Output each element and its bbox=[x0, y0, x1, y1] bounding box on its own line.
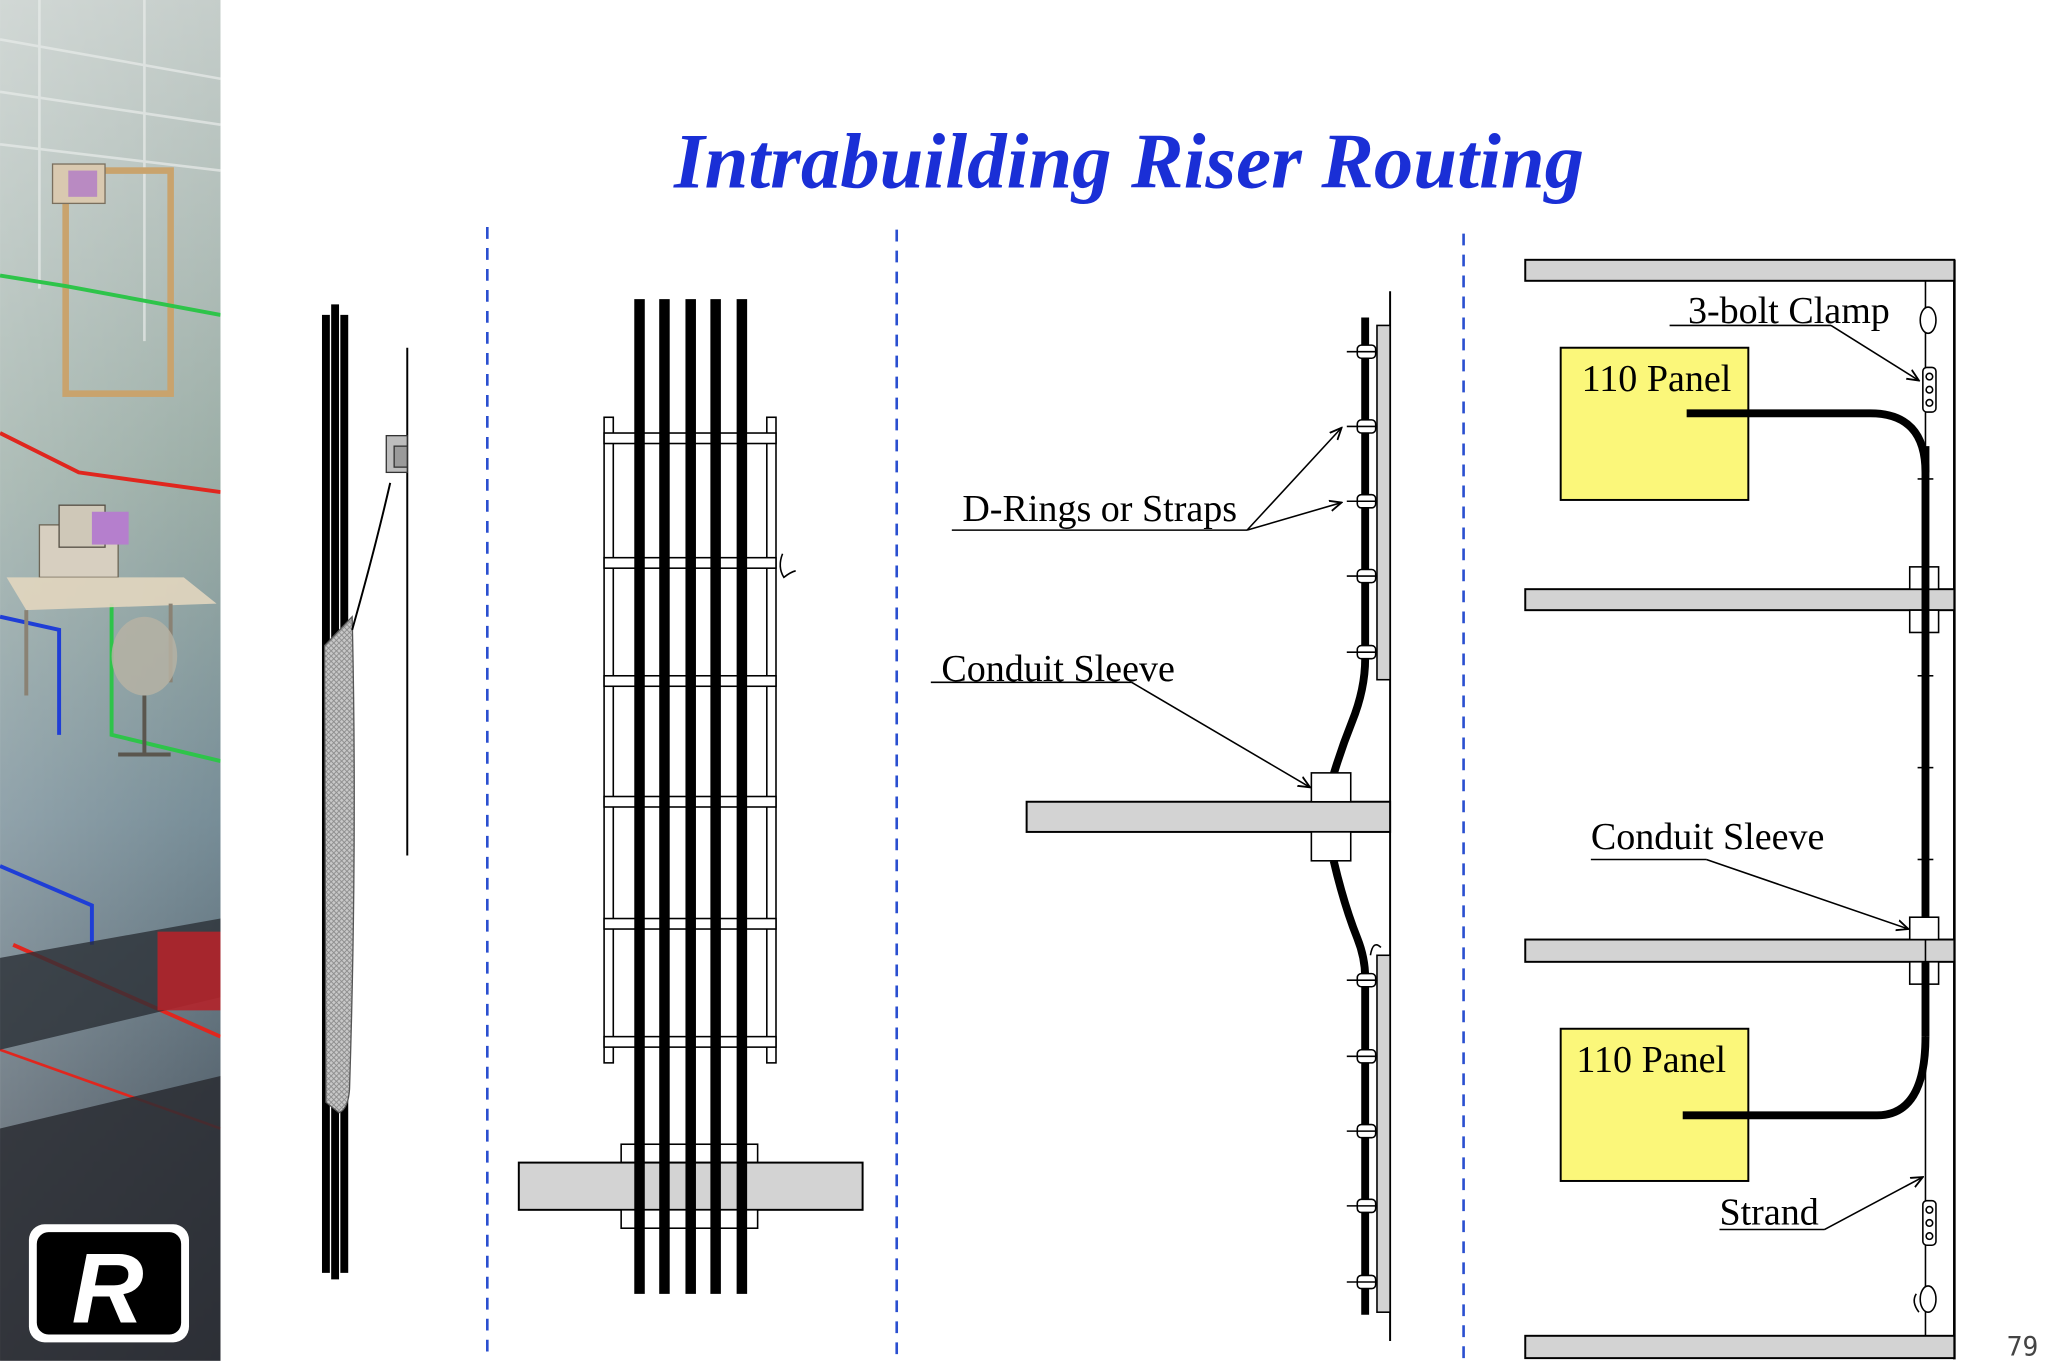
floor-slab bbox=[1025, 800, 1392, 833]
d-rings bbox=[1346, 344, 1377, 1290]
logo-icon: R bbox=[72, 1234, 144, 1345]
clamp-lower bbox=[1919, 1199, 1937, 1313]
riser-cables bbox=[634, 299, 748, 1294]
ladder-rail-right bbox=[766, 416, 777, 1064]
ladder-rail-left bbox=[603, 416, 615, 1064]
patch-cable-top bbox=[1686, 409, 1930, 473]
conduit-sleeve-bottom bbox=[1310, 831, 1352, 862]
panel-cable-grip bbox=[321, 304, 409, 1280]
panel-110-bottom-label: 110 Panel bbox=[1576, 1039, 1726, 1081]
conduit-sleeve-top bbox=[1310, 772, 1352, 803]
page-number: 79 bbox=[2007, 1332, 2039, 1360]
panel-strand-riser: 110 Panel 110 Panel 3-bolt Clamp Conduit… bbox=[1524, 258, 1956, 1360]
grip-tether bbox=[351, 482, 392, 631]
clamp-upper bbox=[1919, 306, 1937, 413]
panel-d-rings: D-Rings or Straps Conduit Sleeve bbox=[930, 291, 1392, 1342]
riser-cable-upper bbox=[1329, 317, 1370, 776]
strand-label: Strand bbox=[1719, 1191, 1818, 1233]
slide-title: Intrabuilding Riser Routing bbox=[673, 119, 1584, 206]
d-rings-label: D-Rings or Straps bbox=[962, 488, 1237, 530]
sidebar-illustration: R bbox=[0, 0, 221, 1361]
panel-cable-ladder bbox=[517, 299, 864, 1294]
backboard-lower bbox=[1376, 954, 1391, 1313]
panel-110-top bbox=[1559, 346, 1750, 501]
conduit-sleeve-label-right: Conduit Sleeve bbox=[1591, 816, 1825, 858]
panel-110-top-label: 110 Panel bbox=[1582, 358, 1732, 400]
tie-wrap bbox=[779, 553, 796, 579]
patch-cable-bottom bbox=[1682, 1036, 1930, 1120]
backboard-upper bbox=[1376, 324, 1391, 681]
riser-cable-lower bbox=[1329, 859, 1370, 1315]
conduit-sleeve-label: Conduit Sleeve bbox=[941, 648, 1175, 690]
mesh-grip bbox=[323, 615, 355, 1114]
floor-slabs bbox=[1524, 258, 1956, 1360]
panel-110-bottom bbox=[1559, 1027, 1750, 1182]
